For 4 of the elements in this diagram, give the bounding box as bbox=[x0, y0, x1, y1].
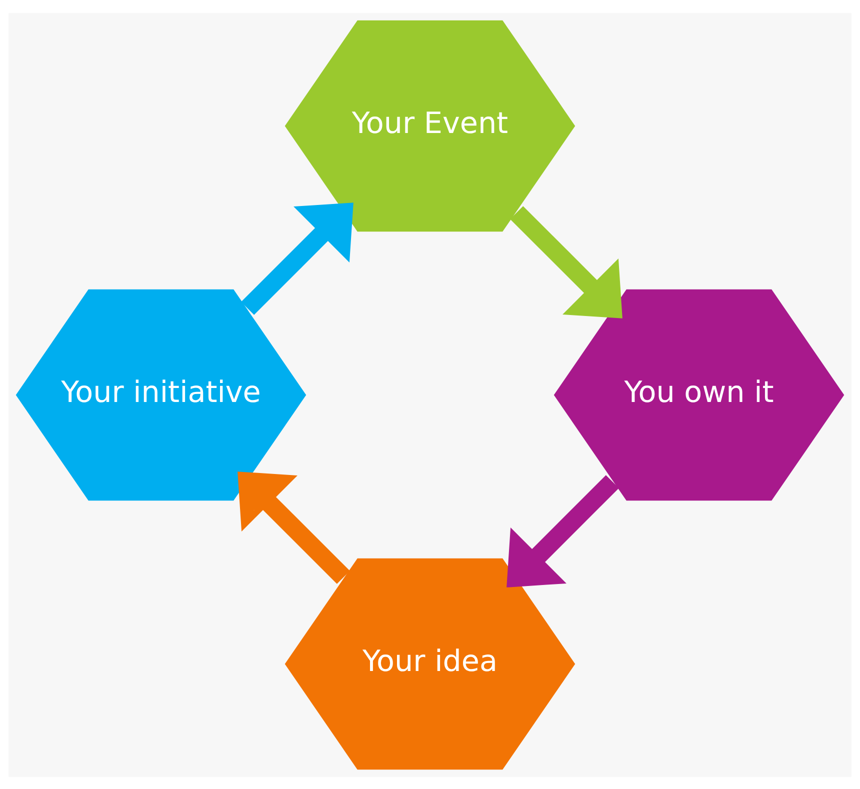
arrow bbox=[506, 474, 619, 587]
arrow bbox=[241, 202, 354, 314]
arrow bbox=[510, 206, 622, 318]
arrow bbox=[238, 471, 350, 584]
